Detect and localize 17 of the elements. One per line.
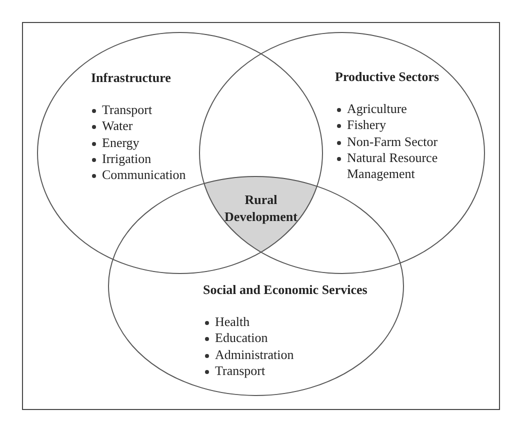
list-item: Natural Resource Management bbox=[347, 150, 439, 182]
overlap-label: Rural Development bbox=[224, 191, 298, 225]
list-item: Fishery bbox=[347, 117, 386, 134]
list-item: Irrigation bbox=[102, 150, 152, 168]
set-heading: Social and Economic Services bbox=[203, 282, 368, 298]
set-heading: Productive Sectors bbox=[335, 69, 440, 85]
list-item: Education bbox=[215, 330, 268, 347]
list-item: Non-Farm Sector bbox=[347, 134, 438, 150]
list-item: Administration bbox=[215, 346, 294, 363]
list-item: Agriculture bbox=[347, 101, 407, 118]
list-item: Transport bbox=[215, 362, 266, 380]
list-item: Transport bbox=[102, 102, 152, 118]
list-item: Communication bbox=[102, 167, 186, 184]
list-item: Water bbox=[102, 118, 133, 135]
set-heading: Infrastructure bbox=[91, 70, 171, 86]
list-item: Energy bbox=[102, 134, 140, 151]
list-item: Health bbox=[215, 314, 250, 330]
